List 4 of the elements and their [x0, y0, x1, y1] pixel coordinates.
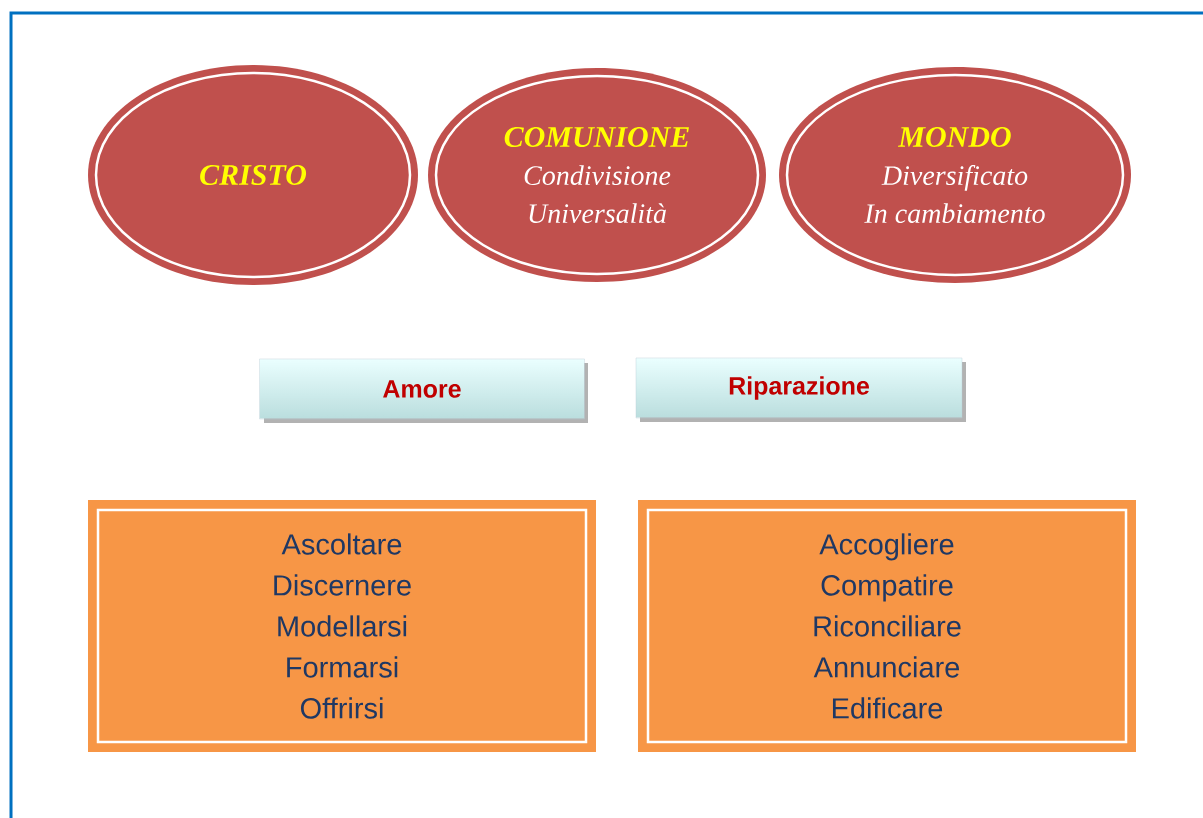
- text-box: Accogliere Compatire Riconciliare Annunciare Edificare: [638, 500, 1136, 752]
- text-box: Ascoltare Discernere Modellarsi Formarsi Offrirsi: [88, 500, 596, 752]
- label-box: Amore: [259, 358, 588, 423]
- label-box: Riparazione: [635, 357, 966, 422]
